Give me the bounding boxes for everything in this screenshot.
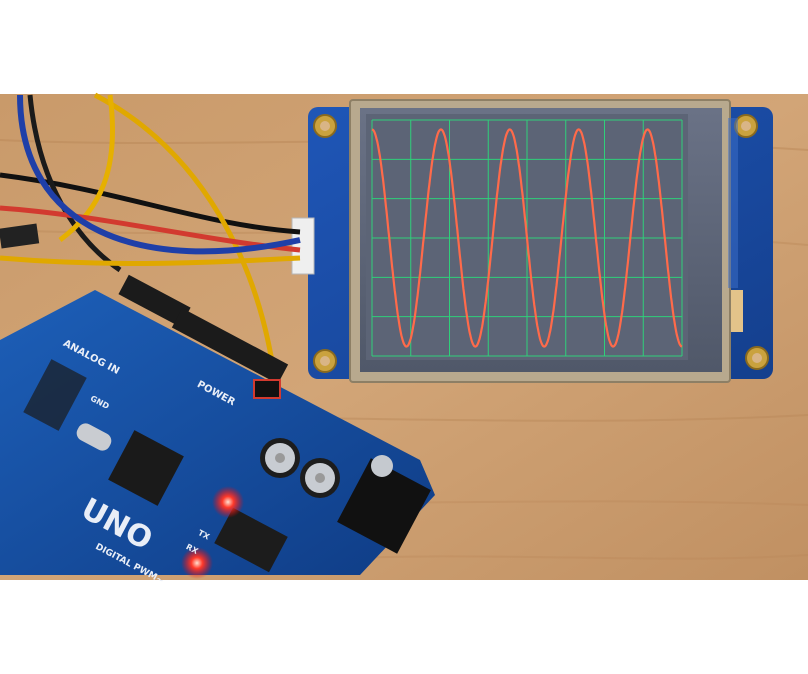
led-glow (181, 547, 213, 579)
jumper-wires (0, 92, 301, 450)
microcontroller-chip (108, 430, 184, 506)
connector (291, 217, 315, 275)
display-module (291, 99, 773, 383)
wire-header (0, 223, 40, 249)
led-glow (212, 486, 244, 518)
yellow-wire (0, 255, 301, 266)
blue-wire (17, 94, 301, 255)
yellow-wire (93, 92, 279, 389)
sine-wave-trace (371, 128, 683, 348)
uno-pcb (0, 290, 435, 575)
power-jack (337, 458, 431, 554)
oscilloscope-screen (366, 114, 688, 360)
screen-grid (371, 119, 683, 357)
capacitor (260, 438, 300, 478)
capacitor (300, 458, 340, 498)
usb-chip (214, 507, 288, 573)
yellow-wire (58, 94, 115, 242)
